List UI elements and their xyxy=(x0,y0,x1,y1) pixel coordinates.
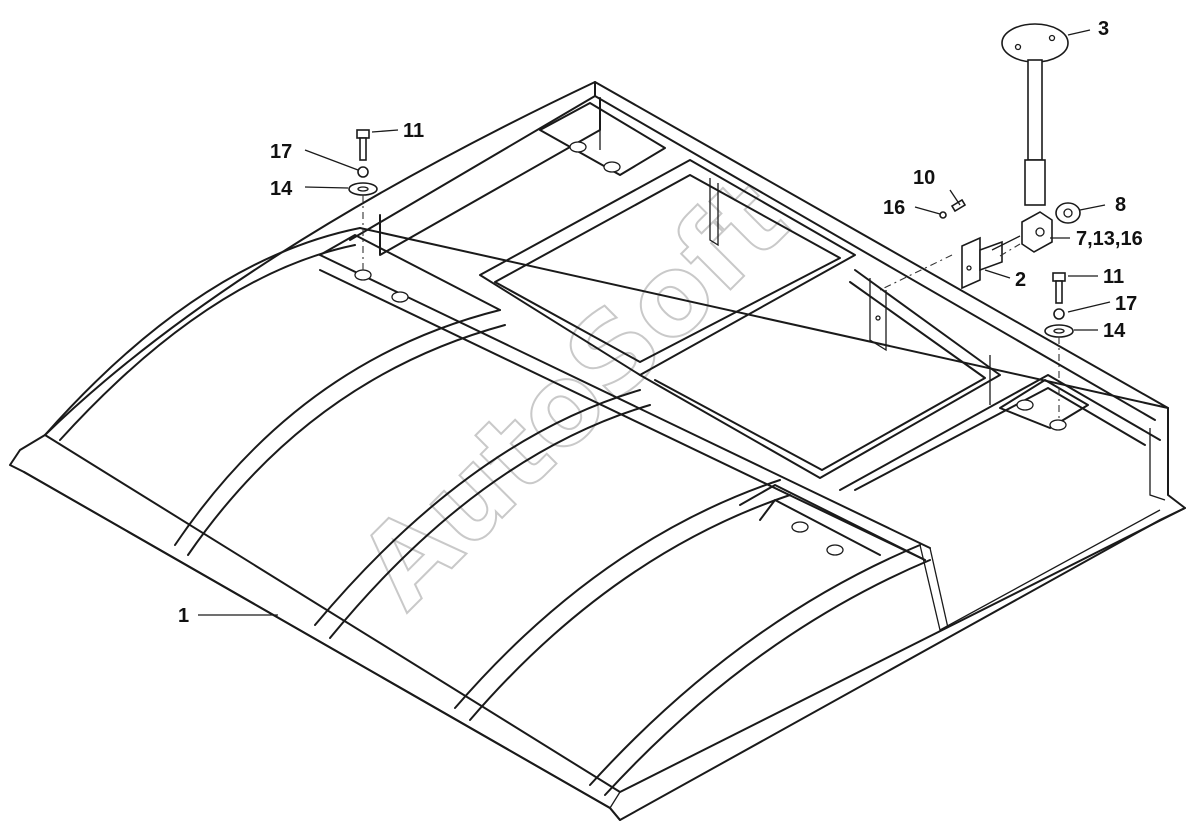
callout-part-7-13-16: 7,13,16 xyxy=(1076,228,1143,250)
callout-part-14-left: 14 xyxy=(270,178,293,200)
canopy-frame xyxy=(9,81,1186,821)
callout-part-17-right: 17 xyxy=(1115,293,1137,315)
callout-labels: 1 2 3 8 7,13,16 10 16 11 17 14 11 17 14 xyxy=(178,18,1143,627)
leader-lines xyxy=(198,29,1111,616)
callout-part-3: 3 xyxy=(1098,18,1109,40)
callout-part-11-left: 11 xyxy=(403,120,424,142)
callout-part-2: 2 xyxy=(1015,269,1026,291)
callout-part-11-right: 11 xyxy=(1103,266,1124,288)
beacon-post xyxy=(1001,23,1069,206)
watermark: AutoSoft xyxy=(335,155,812,632)
callout-part-10: 10 xyxy=(913,167,935,189)
callout-part-8: 8 xyxy=(1115,194,1126,216)
bracket-assembly xyxy=(961,202,1081,290)
callout-part-16: 16 xyxy=(883,197,905,219)
fasteners-left xyxy=(348,129,378,196)
callout-part-1: 1 xyxy=(178,605,189,627)
callout-part-14-right: 14 xyxy=(1103,320,1126,342)
callout-part-17-left: 17 xyxy=(270,141,292,163)
fasteners-bracket xyxy=(939,198,967,219)
fasteners-right xyxy=(1044,272,1074,338)
